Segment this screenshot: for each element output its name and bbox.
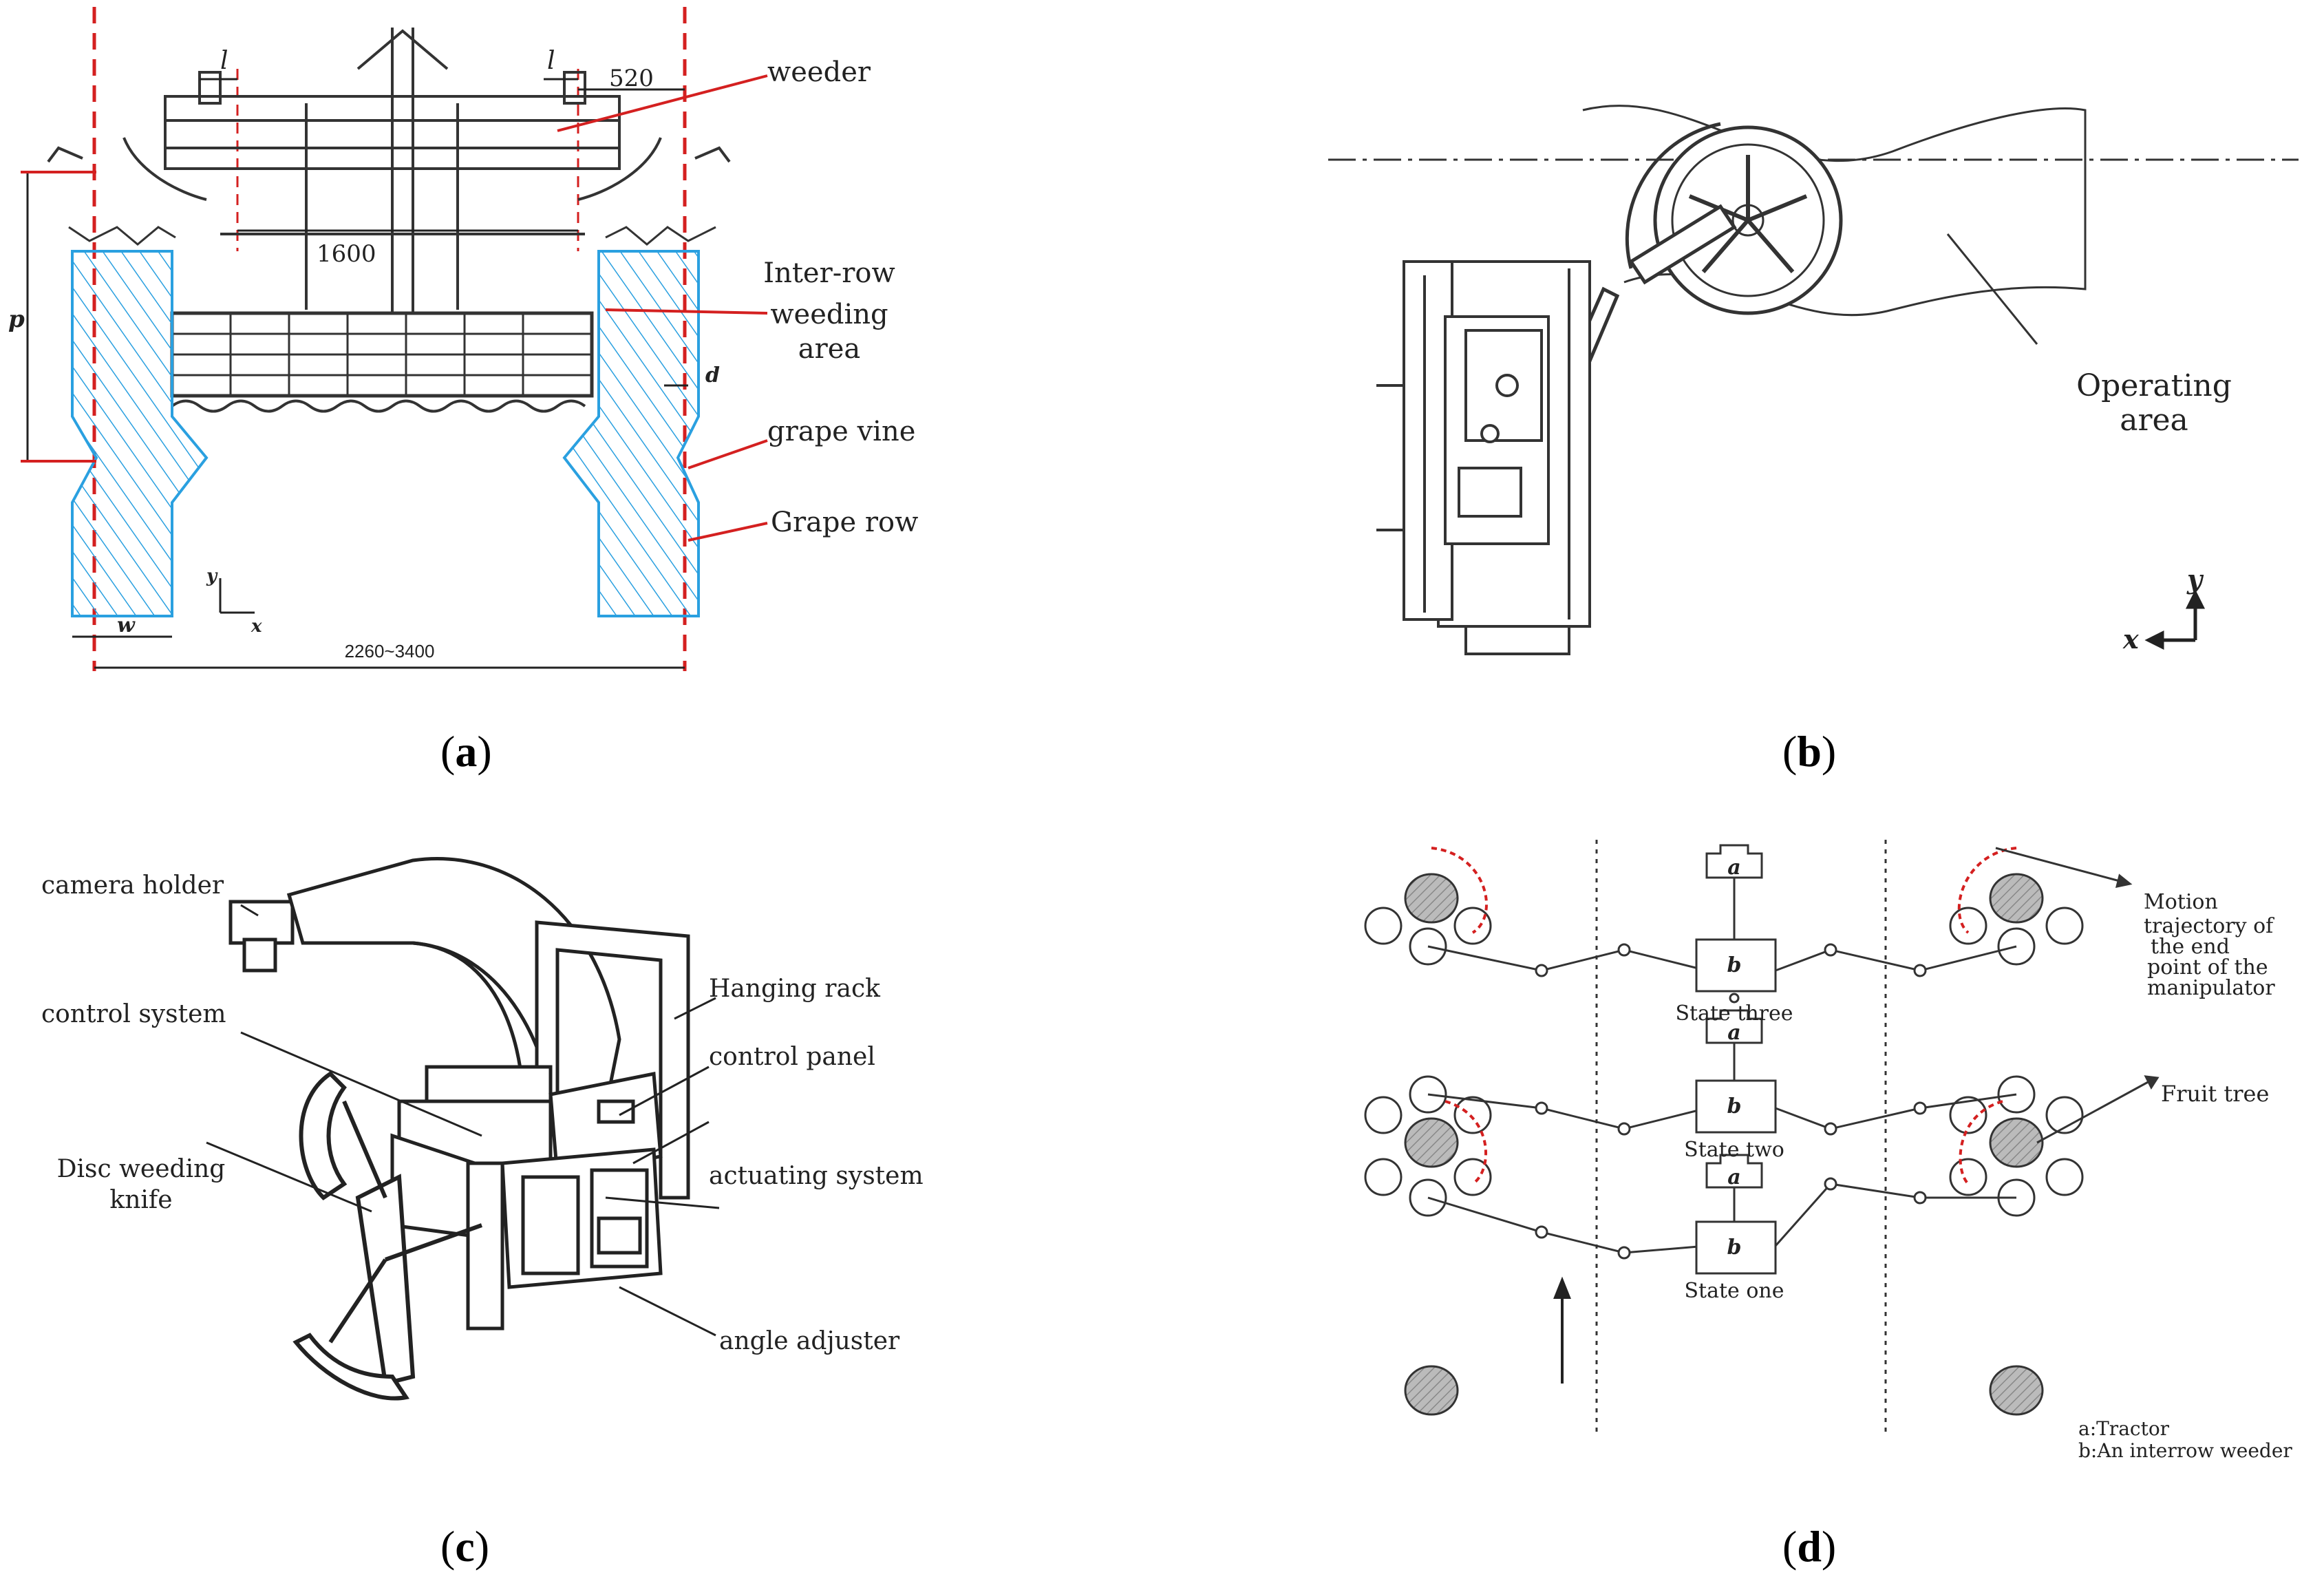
label-grape-vine: grape vine bbox=[767, 416, 915, 447]
box-a-three: a bbox=[1727, 856, 1740, 880]
box-a-one: a bbox=[1727, 1165, 1740, 1189]
panel-d: a b a b a b State three State two State … bbox=[1308, 812, 2324, 1501]
label-camera-holder: camera holder bbox=[41, 871, 224, 900]
fruit-trees bbox=[1404, 873, 2044, 1416]
machine-body-c bbox=[390, 1065, 663, 1331]
label-inter-row-2: weeding bbox=[770, 299, 888, 330]
panel-d-diagram: a b a b a b State three State two State … bbox=[1364, 840, 2292, 1462]
label-operating-1: Operating bbox=[2076, 368, 2232, 403]
caption-b: (b) bbox=[1782, 727, 1837, 776]
panel-c-diagram: camera holder Hanging rack control syste… bbox=[41, 856, 924, 1401]
state-three-vehicle bbox=[1695, 844, 1777, 1004]
label-motion-3: the end bbox=[2151, 935, 2230, 959]
dim-520: 520 bbox=[609, 65, 654, 92]
panel-a: weeder Inter-row weeding area grape vine… bbox=[0, 0, 963, 688]
axis-x-label-a: x bbox=[250, 616, 262, 637]
label-operating-2: area bbox=[2120, 403, 2188, 438]
panel-b-diagram: Operating area y x bbox=[1328, 105, 2299, 655]
axis-y-label-a: y bbox=[206, 566, 218, 586]
box-b-one: b bbox=[1727, 1236, 1742, 1260]
caption-c: (c) bbox=[440, 1522, 490, 1571]
dim-l-left: l bbox=[220, 47, 228, 75]
machine-body bbox=[1376, 260, 1591, 655]
direction-arrow bbox=[1553, 1276, 1571, 1384]
label-actuating-system: actuating system bbox=[709, 1162, 924, 1190]
xy-axes bbox=[219, 578, 255, 614]
caption-a: (a) bbox=[440, 727, 492, 776]
dim-width-range: 2260~3400 bbox=[345, 641, 435, 661]
label-fruit-tree: Fruit tree bbox=[2161, 1081, 2269, 1107]
trajectory-arcs bbox=[1431, 847, 2017, 1185]
label-motion-5: manipulator bbox=[2147, 976, 2275, 1000]
axis-y-label-b: y bbox=[2186, 564, 2204, 595]
dim-p: p bbox=[8, 306, 25, 333]
xy-axes-b bbox=[2144, 589, 2206, 650]
disc-weeding-knife bbox=[292, 1071, 483, 1401]
label-hanging-rack: Hanging rack bbox=[709, 975, 881, 1003]
dim-w: w bbox=[117, 613, 136, 637]
label-motion-2: trajectory of bbox=[2144, 914, 2274, 938]
legend-a: a:Tractor bbox=[2078, 1417, 2170, 1440]
label-angle-adjuster: angle adjuster bbox=[719, 1327, 900, 1355]
label-grape-row: Grape row bbox=[771, 507, 918, 538]
manipulator-positions bbox=[1364, 907, 2084, 1217]
left-weeding-area bbox=[71, 250, 209, 617]
right-weeding-area bbox=[562, 250, 700, 617]
dim-d: d bbox=[705, 363, 720, 388]
legend-b: b:An interrow weeder bbox=[2078, 1439, 2292, 1462]
weeding-roller bbox=[170, 311, 594, 413]
state-two-vehicle bbox=[1695, 1009, 1777, 1134]
label-motion-4: point of the bbox=[2147, 955, 2268, 979]
label-inter-row-1: Inter-row bbox=[763, 257, 895, 289]
panel-a-diagram: weeder Inter-row weeding area grape vine… bbox=[8, 7, 918, 671]
label-state-two: State two bbox=[1684, 1138, 1784, 1162]
panel-b: Operating area y x bbox=[1308, 0, 2324, 688]
dim-1600: 1600 bbox=[317, 240, 376, 268]
label-motion-1: Motion bbox=[2144, 890, 2218, 914]
label-weeder: weeder bbox=[767, 56, 871, 88]
axis-x-label-b: x bbox=[2122, 624, 2140, 655]
box-b-three: b bbox=[1727, 953, 1742, 977]
label-inter-row-3: area bbox=[798, 333, 861, 365]
box-b-two: b bbox=[1727, 1094, 1742, 1119]
dim-l-right: l bbox=[547, 47, 555, 75]
label-disc-2: knife bbox=[109, 1186, 172, 1214]
label-disc-1: Disc weeding bbox=[57, 1155, 226, 1183]
label-control-panel: control panel bbox=[709, 1043, 875, 1071]
weeder-frame bbox=[47, 28, 731, 317]
label-state-one: State one bbox=[1685, 1279, 1784, 1303]
state-one-vehicle bbox=[1695, 1154, 1777, 1275]
label-state-three: State three bbox=[1675, 1002, 1793, 1026]
box-a-two: a bbox=[1727, 1021, 1740, 1045]
weeding-disc bbox=[1625, 122, 1843, 315]
caption-d: (d) bbox=[1782, 1522, 1837, 1571]
panel-c: camera holder Hanging rack control syste… bbox=[0, 812, 963, 1501]
label-control-system: control system bbox=[41, 1000, 226, 1028]
